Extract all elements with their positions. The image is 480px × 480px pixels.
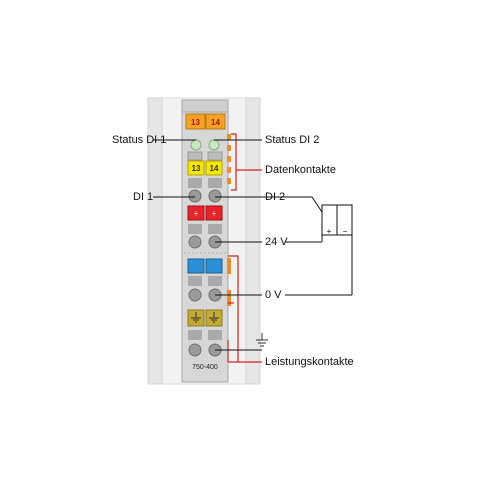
data-contacts xyxy=(227,134,231,184)
status-led-di1 xyxy=(190,139,202,151)
plus-right-text: + xyxy=(212,209,217,218)
model-plate xyxy=(186,361,224,371)
terminal-row-4 xyxy=(188,330,222,357)
label-24v: 24 V xyxy=(265,236,288,248)
term-14-text: 14 xyxy=(210,164,219,173)
rail-left-edge xyxy=(147,97,163,385)
terminal-row-3 xyxy=(188,276,222,302)
terminal-row-1 xyxy=(188,178,222,203)
ground-icon xyxy=(256,333,268,347)
blue-left-plate xyxy=(187,258,205,274)
slot-right-1 xyxy=(207,151,223,161)
term-13-text: 13 xyxy=(192,164,201,173)
label-0v: 0 V xyxy=(265,289,282,301)
slot-left-1 xyxy=(187,151,203,161)
blue-right-plate xyxy=(205,258,223,274)
led-14-plate xyxy=(205,113,226,130)
rail-right-edge xyxy=(245,97,261,385)
led-14-text: 14 xyxy=(211,118,220,127)
model-text: 750-400 xyxy=(192,364,218,371)
leistungskontakte-bracket xyxy=(227,255,262,363)
plus-left-plate xyxy=(187,205,205,221)
led-13-text: 13 xyxy=(191,118,200,127)
term-14-plate xyxy=(205,160,223,176)
plus-left-text: + xyxy=(194,209,199,218)
ground-symbol-right xyxy=(209,312,219,323)
battery-icon xyxy=(300,204,353,296)
label-datenkontakte: Datenkontakte xyxy=(265,164,336,176)
plus-right-plate xyxy=(205,205,223,221)
battery-plus: + xyxy=(327,227,332,236)
label-status-di2: Status DI 2 xyxy=(265,134,320,146)
module-head xyxy=(181,99,229,113)
datenkontakte-bracket xyxy=(231,133,262,191)
label-leistungskontakte: Leistungskontakte xyxy=(265,356,354,368)
ground-symbol-left xyxy=(191,312,201,323)
term-13-plate xyxy=(187,160,205,176)
led-13-plate xyxy=(185,113,206,130)
status-led-di2 xyxy=(208,139,220,151)
power-contact-2 xyxy=(227,290,231,306)
battery-minus: − xyxy=(343,227,348,236)
leader-lines xyxy=(153,139,262,351)
label-status-di1: Status DI 1 xyxy=(112,134,167,146)
label-di2: DI 2 xyxy=(265,191,286,203)
label-di1: DI 1 xyxy=(133,191,154,203)
power-contact-1 xyxy=(227,258,231,274)
